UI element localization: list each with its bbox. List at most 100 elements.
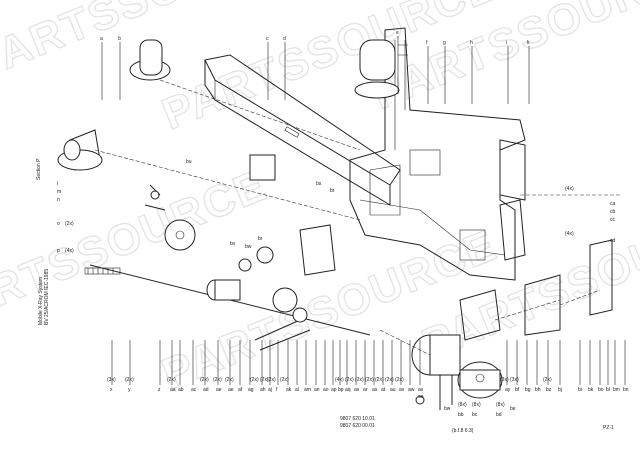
page-id: PZ-1 — [603, 425, 614, 431]
callout-bottom_labels: ao — [323, 387, 329, 393]
section-label: Section P — [36, 158, 42, 180]
callout-lower_qty: (8x) — [496, 402, 505, 408]
callout-bottom_labels: bz — [546, 387, 552, 393]
callout-bottom_qty: (2x) — [260, 377, 269, 383]
callout-bottom_qty: (3x) — [107, 377, 116, 383]
callout-left_labels: m — [57, 189, 61, 195]
callout-lower_labels: bw — [444, 406, 451, 412]
callout-bottom_labels: ah — [260, 387, 266, 393]
callout-bottom_labels: x — [110, 387, 113, 393]
callout-mid_labels: bv — [230, 241, 236, 247]
callout-left_labels: o — [57, 221, 60, 227]
callout-bottom_labels: af — [238, 387, 243, 393]
callout-bottom_labels: aq — [345, 387, 351, 393]
callout-bottom_qty: (2x) — [225, 377, 234, 383]
callout-top_labels: k — [527, 40, 530, 46]
callout-mid_labels: bs — [316, 181, 322, 187]
callout-mid_labels: bt — [330, 188, 335, 194]
callout-lower_labels: bc — [472, 412, 478, 418]
callout-left_qty: (4x) — [65, 248, 74, 254]
column-housing — [349, 27, 526, 281]
callout-bottom_labels: bg — [525, 387, 531, 393]
callout-bottom_labels: ak — [286, 387, 292, 393]
callout-bottom_labels: bk — [588, 387, 594, 393]
callout-bottom_qty: (2x) — [365, 377, 374, 383]
bottom-note: (b.f.8 6.3) — [452, 428, 474, 434]
callout-bottom_qty: (2x) — [280, 377, 289, 383]
callout-bottom_labels: bi — [578, 387, 582, 393]
callout-right_labels: ca — [610, 201, 616, 207]
callout-bottom_labels: as — [354, 387, 360, 393]
callout-bottom_labels: bn — [623, 387, 629, 393]
callout-bottom_qty: (2x) — [200, 377, 209, 383]
callout-bottom_labels: au — [390, 387, 396, 393]
callout-bottom_labels: aw — [408, 387, 415, 393]
callout-bottom_labels: aj — [268, 387, 272, 393]
callout-lower_qty: (8x) — [472, 402, 481, 408]
callout-top_labels: i — [506, 40, 507, 46]
callout-bottom_labels: ad — [203, 387, 209, 393]
callout-right_labels: cc — [610, 217, 616, 223]
callout-bottom_labels: at — [381, 387, 386, 393]
callout-right_labels: cd — [610, 238, 616, 244]
callout-bottom_labels: bo — [598, 387, 604, 393]
callout-bottom_labels: ab — [178, 387, 184, 393]
watermark: PARTSSOURCE PARTSSOURCE PARTSSOURCE PART… — [0, 0, 640, 400]
callout-top_labels: g — [443, 40, 446, 46]
callout-bottom_labels: ax — [418, 387, 424, 393]
part-number-1: 9807 620 10.01 — [340, 416, 375, 422]
callout-mid_labels: bw — [245, 244, 252, 250]
callout-right_qty: (4x) — [565, 186, 574, 192]
callout-bottom_labels: ay — [505, 387, 511, 393]
callout-bottom_labels: al — [295, 387, 299, 393]
callout-bottom_qty: (4x) — [335, 377, 344, 383]
callout-bottom_labels: av — [399, 387, 405, 393]
callout-lower_labels: bb — [458, 412, 464, 418]
callout-lower_qty: (8x) — [458, 402, 467, 408]
callout-bottom_qty: (2x) — [543, 377, 552, 383]
drive-assembly — [89, 154, 371, 351]
callout-bottom_labels: ag — [248, 387, 254, 393]
callout-bottom_labels: an — [314, 387, 320, 393]
callout-bottom_labels: f — [276, 387, 278, 393]
callout-bottom_labels: ae — [228, 387, 234, 393]
callout-bottom_qty: (2x) — [213, 377, 222, 383]
callout-bottom_labels: bh — [535, 387, 541, 393]
callout-bottom_labels: bf — [515, 387, 520, 393]
title-line-1: Mobile X-Ray System — [38, 277, 44, 325]
callout-top_labels: d — [283, 36, 286, 42]
callout-bottom_labels: y — [128, 387, 131, 393]
callout-top_labels: e — [396, 30, 399, 36]
callout-right_labels: cb — [610, 209, 616, 215]
motor-assembly — [379, 289, 561, 410]
callout-bottom_labels: bl — [606, 387, 610, 393]
callout-bottom_qty: (2x) — [250, 377, 259, 383]
chain-detail — [84, 267, 121, 275]
callout-top_labels: h — [470, 40, 473, 46]
callout-top_labels: b — [118, 36, 121, 42]
callout-top_labels: f — [426, 40, 428, 46]
callout-left_labels: l — [57, 181, 58, 187]
callout-right_qty: (4x) — [565, 231, 574, 237]
callout-top_labels: a — [100, 36, 103, 42]
callout-bottom_labels: ae — [216, 387, 222, 393]
callout-bottom_qty: (2x) — [385, 377, 394, 383]
support-arm — [204, 54, 401, 206]
callout-bottom_labels: as — [372, 387, 378, 393]
callout-lower_labels: bd — [496, 412, 502, 418]
title-line-2: BV 25/ACROM IEC-1985 — [44, 269, 50, 325]
callout-left_labels: n — [57, 197, 60, 203]
callout-bottom_labels: ac — [191, 387, 197, 393]
callout-bottom_qty: (2x) — [267, 377, 276, 383]
callout-top_labels: c — [266, 36, 269, 42]
callout-bottom_labels: z — [158, 387, 161, 393]
callout-mid_labels: bu — [186, 159, 192, 165]
callout-bottom_qty: (2x) — [375, 377, 384, 383]
callout-bottom_labels: ar — [363, 387, 368, 393]
callout-bottom_labels: ap — [331, 387, 337, 393]
callout-bottom_labels: aa — [170, 387, 176, 393]
callout-bottom_qty: (2x) — [345, 377, 354, 383]
section-p-caster — [57, 39, 361, 221]
callout-left_qty: (2x) — [65, 221, 74, 227]
